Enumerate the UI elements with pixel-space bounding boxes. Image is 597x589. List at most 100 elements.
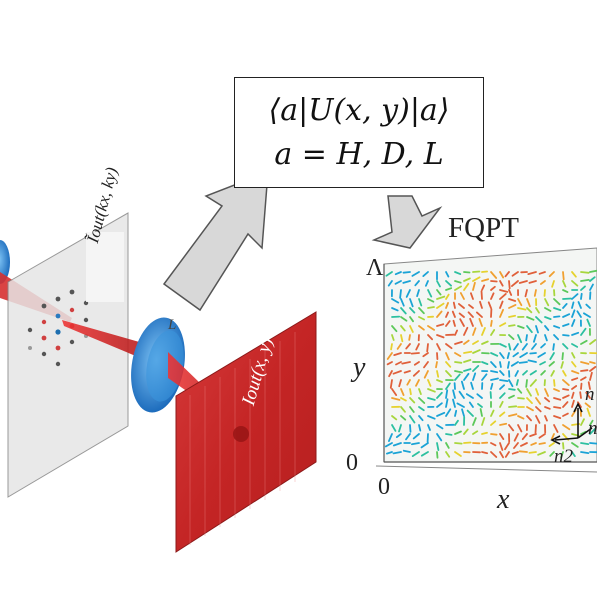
field-arrow bbox=[529, 370, 537, 376]
field-arrow bbox=[481, 284, 486, 291]
field-arrow bbox=[400, 307, 407, 315]
equation-line-2: a = H, D, L bbox=[274, 136, 444, 172]
field-arrow bbox=[518, 361, 528, 364]
field-arrow bbox=[537, 451, 546, 456]
field-arrow bbox=[418, 397, 426, 404]
x-axis-label: x bbox=[497, 484, 510, 515]
y-axis-max-tick: Λ bbox=[366, 255, 384, 281]
field-arrow bbox=[562, 424, 571, 431]
field-arrow bbox=[499, 433, 505, 441]
field-arrow bbox=[472, 372, 477, 381]
field-arrow bbox=[499, 400, 504, 408]
field-arrow bbox=[548, 361, 555, 367]
field-arrow bbox=[470, 381, 474, 390]
field-arrow bbox=[391, 415, 398, 421]
field-arrow bbox=[408, 334, 411, 341]
field-arrow bbox=[580, 278, 590, 282]
field-arrow bbox=[518, 280, 528, 284]
field-arrow bbox=[589, 269, 597, 273]
field-arrow bbox=[529, 433, 537, 438]
field-arrow bbox=[454, 285, 463, 291]
field-arrow bbox=[463, 372, 470, 381]
field-arrow bbox=[391, 307, 399, 312]
field-arrow bbox=[571, 399, 575, 408]
field-arrow bbox=[411, 451, 420, 458]
field-arrow bbox=[526, 397, 533, 405]
field-arrow bbox=[436, 424, 444, 430]
field-arrow bbox=[411, 271, 420, 277]
field-arrow bbox=[571, 370, 580, 375]
field-arrow bbox=[399, 289, 402, 299]
field-arrow bbox=[499, 292, 507, 300]
field-arrow bbox=[387, 433, 393, 443]
field-arrow bbox=[472, 281, 476, 291]
field-arrow bbox=[535, 397, 542, 405]
field-arrow bbox=[571, 391, 575, 399]
field-arrow bbox=[490, 352, 499, 357]
field-arrow bbox=[585, 391, 591, 399]
field-arrow bbox=[514, 370, 519, 377]
field-arrow bbox=[459, 292, 465, 300]
field-arrow bbox=[538, 433, 546, 439]
field-arrow bbox=[391, 334, 395, 341]
field-arrow bbox=[508, 280, 511, 290]
field-arrow bbox=[445, 343, 453, 350]
field-arrow bbox=[436, 402, 443, 408]
field-arrow bbox=[436, 295, 446, 300]
field-arrow bbox=[553, 406, 562, 409]
lens-label: L bbox=[168, 317, 177, 333]
field-arrow bbox=[477, 402, 483, 408]
field-arrow bbox=[454, 409, 458, 417]
field-arrow bbox=[579, 391, 582, 399]
field-arrow bbox=[584, 402, 591, 408]
field-arrow bbox=[580, 451, 590, 455]
field-arrow bbox=[388, 370, 393, 378]
field-arrow bbox=[562, 302, 568, 309]
field-arrow bbox=[499, 370, 505, 376]
field-arrow bbox=[458, 312, 465, 318]
field-arrow bbox=[571, 385, 578, 390]
field-arrow bbox=[436, 370, 440, 378]
field-arrow bbox=[531, 343, 537, 350]
field-arrow bbox=[571, 377, 579, 381]
field-arrow bbox=[436, 433, 443, 442]
field-arrow bbox=[571, 271, 577, 278]
field-arrow bbox=[562, 323, 570, 327]
fourier-plane bbox=[7, 212, 129, 498]
field-arrow bbox=[412, 433, 420, 440]
field-arrow bbox=[499, 308, 505, 318]
field-arrow bbox=[508, 289, 513, 296]
field-arrow bbox=[525, 334, 528, 342]
field-arrow bbox=[553, 379, 556, 387]
field-arrow bbox=[392, 442, 402, 447]
field-arrow bbox=[436, 379, 443, 383]
field-arrow bbox=[445, 370, 452, 378]
field-arrow bbox=[517, 334, 523, 344]
field-arrow bbox=[535, 325, 539, 334]
field-arrow bbox=[452, 398, 456, 408]
field-arrow bbox=[571, 301, 575, 309]
field-arrow bbox=[490, 409, 495, 417]
field-arrow bbox=[544, 397, 551, 403]
field-arrow bbox=[517, 415, 525, 420]
field-arrow bbox=[508, 424, 515, 432]
field-arrow bbox=[553, 307, 562, 312]
field-arrow bbox=[410, 442, 420, 446]
field-arrow bbox=[481, 417, 486, 426]
field-arrow bbox=[436, 302, 445, 309]
field-arrow bbox=[589, 419, 594, 426]
field-arrow bbox=[589, 361, 596, 365]
field-arrow bbox=[526, 406, 534, 412]
field-arrow bbox=[454, 451, 462, 457]
field-arrow bbox=[436, 451, 439, 459]
field-arrow bbox=[524, 289, 528, 298]
field-arrow bbox=[490, 370, 499, 374]
field-arrow bbox=[386, 352, 393, 360]
field-arrow bbox=[540, 370, 546, 376]
field-arrow bbox=[454, 329, 459, 336]
field-arrow bbox=[548, 442, 555, 448]
field-arrow bbox=[469, 292, 474, 300]
field-arrow bbox=[571, 451, 576, 458]
field-arrow bbox=[413, 361, 420, 366]
field-arrow bbox=[580, 376, 587, 381]
